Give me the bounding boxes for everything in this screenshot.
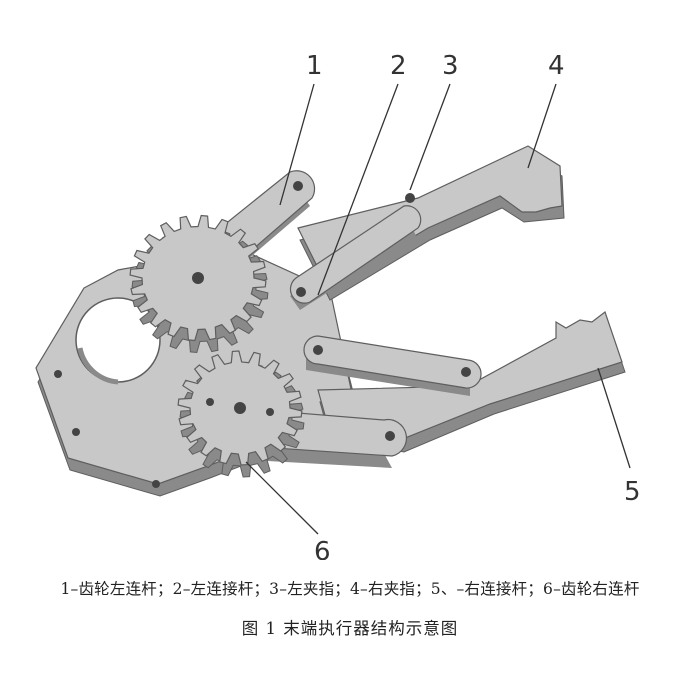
gear-hole (266, 408, 274, 416)
gear-shaft (192, 272, 204, 284)
leader-lines (245, 83, 631, 535)
parts-legend: 1–齿轮左连杆；2–左连接杆；3–左夹指；4–右夹指；5、–右连接杆；6–齿轮右… (60, 580, 640, 598)
right-connecting-link (303, 335, 482, 396)
leader-line-3 (409, 83, 451, 191)
mount-hole (72, 428, 80, 436)
leader-line-4 (527, 83, 557, 169)
mount-hole (54, 370, 62, 378)
leader-line-1 (279, 83, 315, 206)
pivot-pin (405, 193, 415, 203)
pivot-pin (385, 431, 395, 441)
upper-gear (129, 214, 269, 354)
lower-gear (177, 350, 305, 478)
gear-shaft (234, 402, 246, 414)
pivot-pin (293, 181, 303, 191)
mount-hole (152, 480, 160, 488)
leader-line-5 (597, 367, 631, 469)
end-effector-diagram: 1 2 3 4 5 6 (35, 51, 641, 560)
callout-2: 2 (390, 51, 407, 81)
gear-hole (206, 398, 214, 406)
callout-1: 1 (306, 51, 323, 81)
leader-line-6 (245, 461, 319, 535)
pivot-pin (461, 367, 471, 377)
left-connecting-link (289, 193, 422, 310)
figure-title: 图 1 末端执行器结构示意图 (241, 619, 459, 638)
callout-6: 6 (314, 537, 331, 560)
callout-4: 4 (548, 51, 565, 81)
leader-line-2 (317, 83, 399, 296)
pivot-pin (313, 345, 323, 355)
callout-3: 3 (442, 51, 459, 81)
callout-5: 5 (624, 477, 641, 507)
pivot-pin (296, 287, 306, 297)
